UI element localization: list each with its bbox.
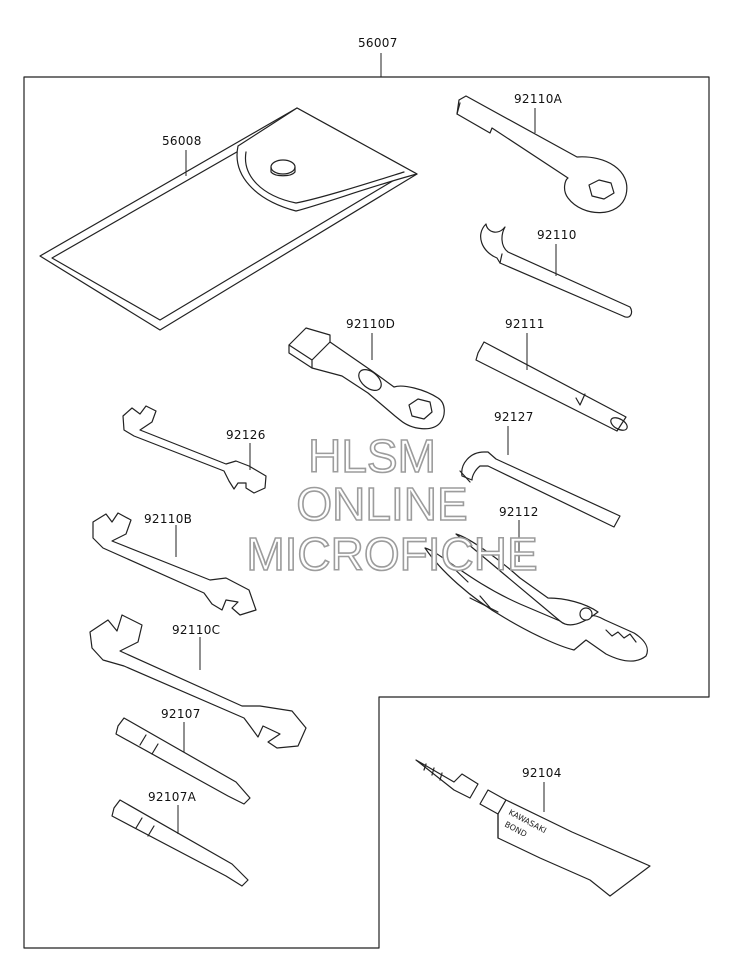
label-92107[interactable]: 92107 (161, 707, 201, 721)
label-92110A[interactable]: 92110A (514, 92, 563, 106)
label-92127[interactable]: 92127 (494, 410, 534, 424)
box-wrench-92110D[interactable]: 92110D (288, 317, 445, 430)
wrench-medium-92110B[interactable]: 92110B (92, 512, 257, 616)
wrench-small-92126[interactable]: 92126 (122, 405, 267, 494)
tool-bag-56008[interactable]: 56008 (39, 107, 418, 331)
watermark-line3: MICROFICHE (246, 528, 537, 580)
label-56008[interactable]: 56008 (162, 134, 202, 148)
label-92107A[interactable]: 92107A (148, 790, 197, 804)
assembly-frame: 56007 (23, 36, 710, 949)
label-92110B[interactable]: 92110B (144, 512, 192, 526)
watermark: HLSM ONLINE MICROFICHE (246, 429, 539, 581)
hook-spanner-92110[interactable]: 92110 (480, 223, 633, 318)
label-92110[interactable]: 92110 (537, 228, 577, 242)
screwdriver-92107A[interactable]: 92107A (111, 790, 249, 887)
pliers-92112[interactable]: 92112 (424, 505, 648, 662)
bar-92111[interactable]: 92111 (475, 317, 629, 433)
label-92112[interactable]: 92112 (499, 505, 539, 519)
screwdriver-92107[interactable]: 92107 (115, 707, 251, 805)
label-92126[interactable]: 92126 (226, 428, 266, 442)
hex-wrench-92127[interactable]: 92127 (459, 410, 621, 528)
watermark-line2: ONLINE (296, 478, 467, 530)
label-92110C[interactable]: 92110C (172, 623, 220, 637)
bond-tube-92104[interactable]: KAWASAKI BOND 92104 (415, 759, 651, 897)
wrench-large-92110C[interactable]: 92110C (89, 614, 307, 749)
label-92104[interactable]: 92104 (522, 766, 562, 780)
watermark-line1: HLSM (308, 430, 436, 482)
label-92111[interactable]: 92111 (505, 317, 545, 331)
label-56007[interactable]: 56007 (358, 36, 398, 50)
label-92110D[interactable]: 92110D (346, 317, 395, 331)
ring-wrench-92110A[interactable]: 92110A (456, 92, 628, 214)
